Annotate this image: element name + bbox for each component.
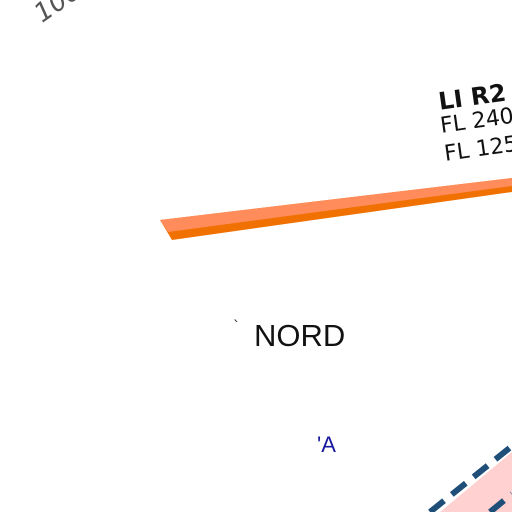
- boundary-dashed-line-inner: [488, 491, 512, 512]
- tick-mark: `: [233, 319, 240, 335]
- blue-place-label: 'A: [317, 432, 336, 457]
- boundary-dashed-line: [428, 443, 512, 512]
- restricted-zone-band: [160, 178, 512, 232]
- area-name-label: NORD: [254, 318, 346, 353]
- boundary-fill: [440, 452, 512, 512]
